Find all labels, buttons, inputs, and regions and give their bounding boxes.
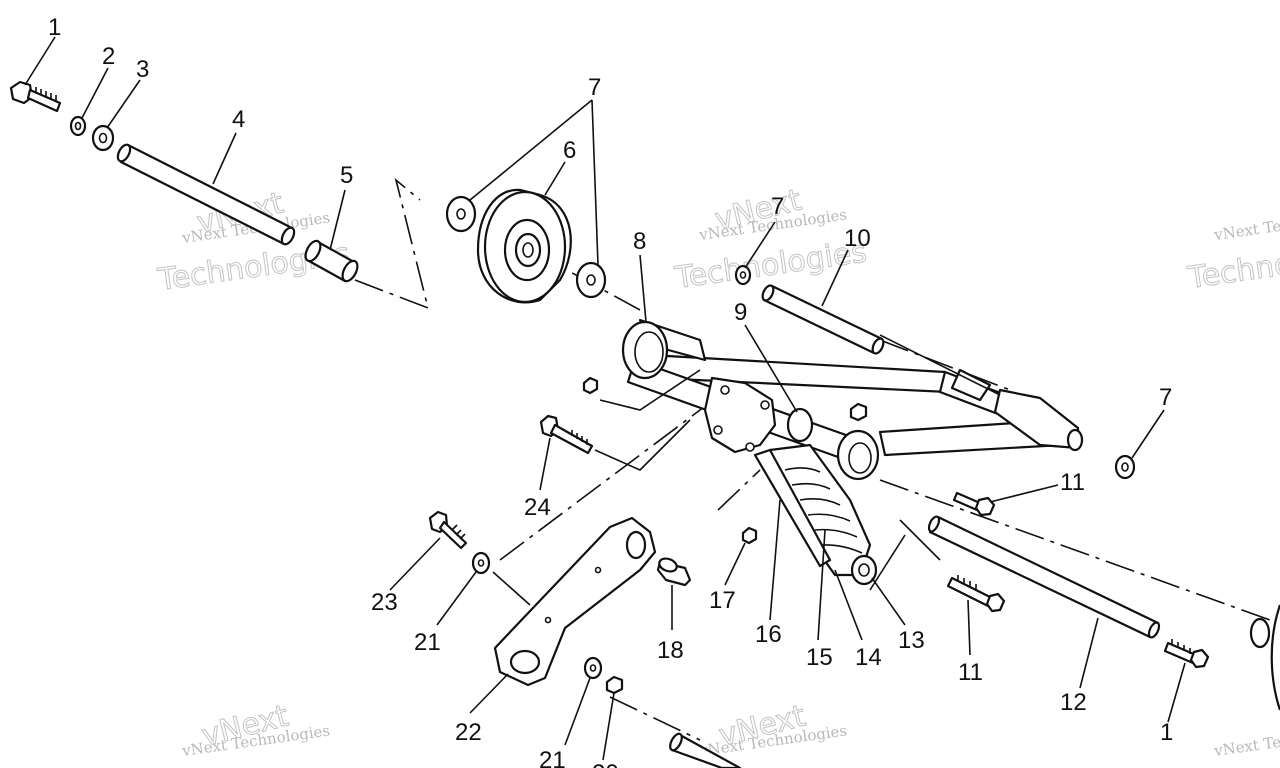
callout-24: 24 (524, 494, 551, 521)
center-line-upper (354, 177, 430, 310)
shaft-part-12 (927, 515, 1161, 639)
callout-7-top: 7 (588, 74, 601, 101)
center-line-nut (717, 469, 761, 511)
watermark-text-small: vNext Technologies (1212, 721, 1280, 760)
callout-1-bottom: 1 (1160, 719, 1173, 746)
washer-part-2 (69, 115, 87, 137)
callout-6: 6 (563, 137, 576, 164)
callout-18: 18 (657, 637, 684, 664)
center-line-arm (879, 339, 1011, 391)
boot-folds (784, 467, 863, 554)
washer-part-21-lower (583, 656, 603, 680)
bolt-part-11-lower (946, 575, 1006, 613)
callout-7-right: 7 (1159, 384, 1172, 411)
watermark-text-small: vNext Technologies (1212, 205, 1280, 244)
watermark-center-left: vNext Technologies Technologies vNext (155, 185, 353, 299)
callout-3: 3 (136, 56, 149, 83)
washer-part-3 (91, 124, 115, 152)
link-arm-part-22 (493, 516, 657, 687)
callout-15: 15 (806, 644, 833, 671)
callout-14: 14 (855, 644, 882, 671)
bolt-part-24 (539, 414, 594, 455)
nut-part-17 (741, 526, 758, 545)
callout-11-upper: 11 (1060, 469, 1085, 496)
shaft-part-10 (761, 284, 885, 355)
idler-wheel-part-6 (476, 188, 572, 304)
shock-part-16 (753, 448, 832, 568)
bushing-part-13 (850, 554, 878, 586)
center-line-bottom (609, 696, 701, 741)
idler-wheel-right-partial (1249, 604, 1280, 711)
callout-11-lower: 11 (958, 659, 983, 686)
callout-21-upper: 21 (414, 629, 441, 656)
center-line-link (499, 394, 721, 561)
watermark-right: vNext Technologies Technologies (1185, 205, 1280, 296)
bolt-part-1-lower (1163, 639, 1210, 669)
washer-part-21-upper (471, 551, 491, 575)
nut-upper-left (582, 376, 599, 395)
washer-part-7-far-right (1114, 454, 1136, 480)
callout-2: 2 (102, 43, 115, 70)
spacer-part-5 (304, 239, 359, 283)
washer-part-7-middle (734, 264, 752, 286)
callout-7-middle: 7 (771, 193, 784, 220)
bolt-thread (35, 87, 57, 101)
bushing-part-18 (656, 557, 692, 587)
bolt-part-1 (9, 80, 62, 113)
shaft-part-4 (116, 143, 296, 246)
callout-20: 20 (592, 760, 619, 768)
shaft-bottom-partial (669, 732, 742, 768)
callout-12: 12 (1060, 689, 1087, 716)
callout-21-lower: 21 (539, 747, 566, 768)
watermark-text-large: Technologies (1185, 234, 1280, 296)
callout-17: 17 (709, 587, 736, 614)
callout-9: 9 (734, 299, 747, 326)
callout-16: 16 (755, 621, 782, 648)
leader-lines (24, 36, 1186, 761)
watermark-bottom-right: vNext Technologies (1212, 721, 1280, 760)
bolt-part-23 (428, 510, 468, 550)
callout-8: 8 (633, 228, 646, 255)
watermark-bottom-left: vNext Technologies vNext (180, 698, 331, 760)
bolt-shank (26, 88, 62, 113)
mounting-plate-part-9 (703, 376, 814, 454)
washer-part-7-right (575, 261, 607, 299)
nut-part-20 (605, 675, 624, 695)
washer-part-7-left (445, 195, 477, 233)
callout-labels: 1 2 3 4 5 6 7 7 7 8 9 10 11 11 12 1 13 1… (48, 14, 1173, 768)
callout-10: 10 (844, 225, 871, 252)
center-line-lower (879, 479, 1271, 621)
callout-1-top: 1 (48, 14, 61, 41)
callout-23: 23 (371, 589, 398, 616)
callout-22: 22 (455, 719, 482, 746)
watermark-bottom-center: vNext Technologies vNext (697, 698, 848, 760)
callout-4: 4 (232, 106, 245, 133)
bolt-part-11-upper (952, 491, 996, 517)
nut-upper-right (849, 402, 868, 422)
callout-5: 5 (340, 162, 353, 189)
callout-13: 13 (898, 627, 925, 654)
